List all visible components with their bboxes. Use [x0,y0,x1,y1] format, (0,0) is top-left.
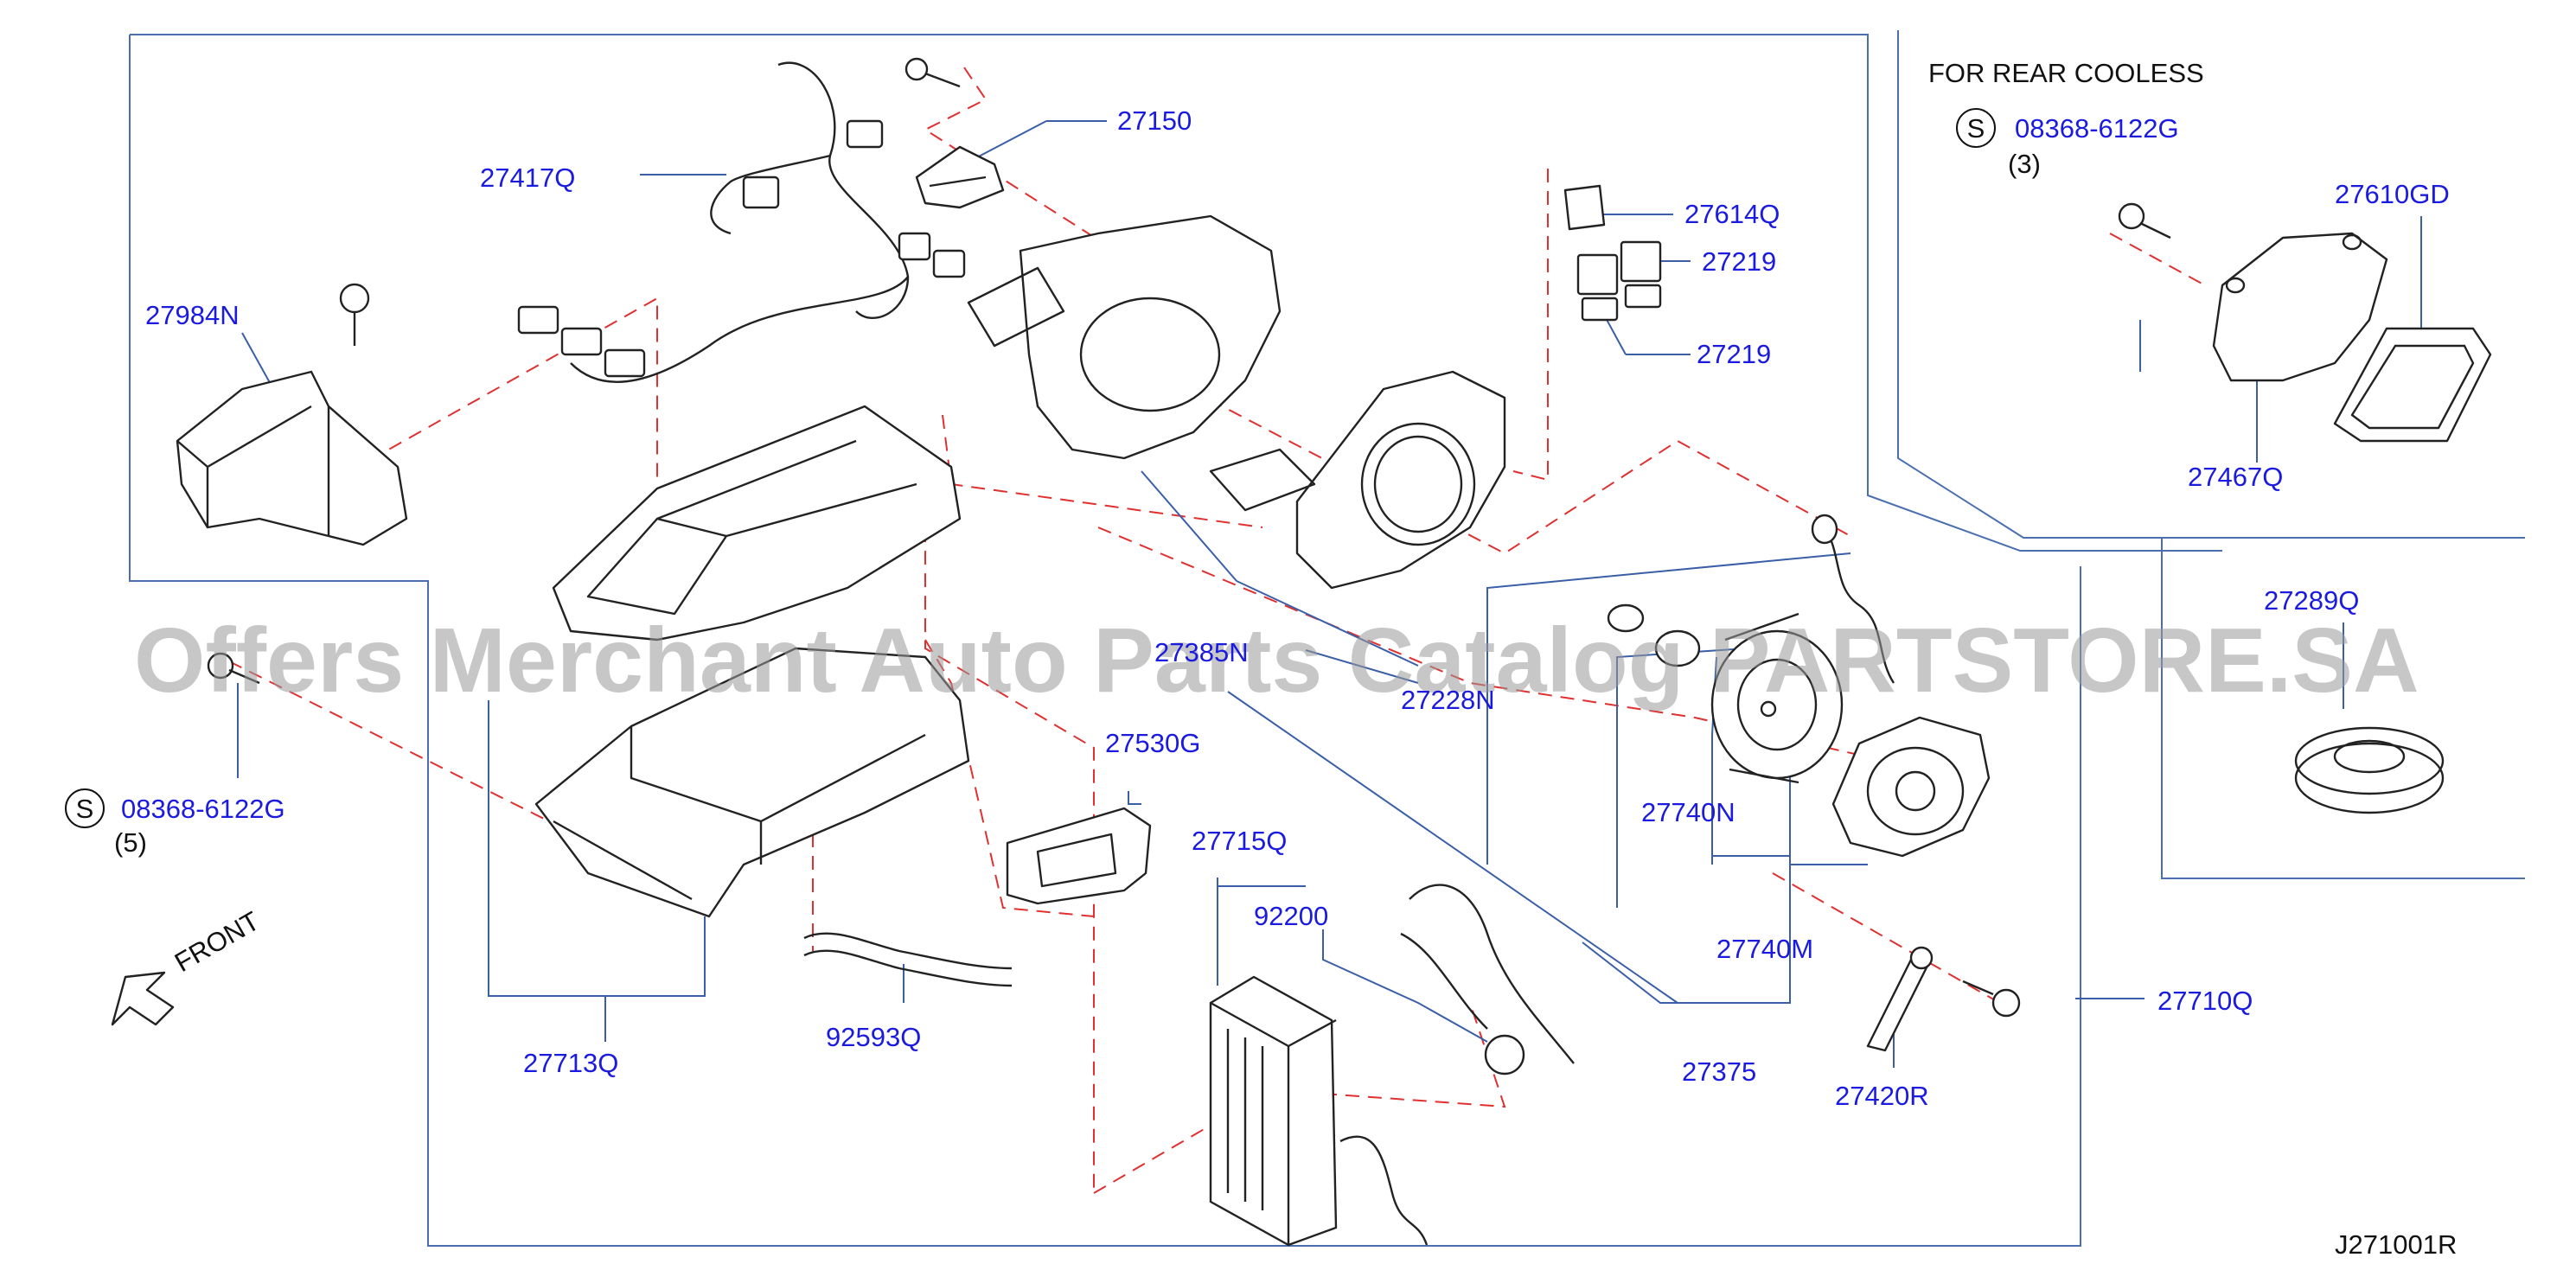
label-27150: 27150 [1117,105,1192,136]
label-27228n: 27228N [1401,685,1495,715]
screw-rear-cooler [2118,202,2171,239]
diagram-id: J271001R [2335,1229,2457,1260]
label-27740m: 27740M [1716,934,1813,964]
label-27417q: 27417Q [480,163,575,193]
duct-27984n [176,370,408,546]
hose-27375 [1811,514,1895,684]
label-27710q: 27710Q [2157,986,2253,1016]
blower-fan-case-27228n [1209,370,1506,590]
label-92200: 92200 [1254,901,1328,931]
label-27467q: 27467Q [2188,462,2283,492]
fan-27740n [1710,612,1844,784]
label-screw-left: 08368-6122G [121,794,285,824]
wiring-harness-27417q [517,61,966,383]
screw-symbol-left-icon: S [65,788,105,828]
pin-27420r [1866,946,1934,1052]
bolt-top [904,57,961,88]
label-27219-b: 27219 [1697,339,1771,369]
screw-left [207,652,260,685]
blower-housing-27385n [967,214,1282,460]
pipes-92200 [1339,884,1575,1246]
screw-symbol-rear: S [1967,113,1985,144]
gasket-27610gd [2333,327,2492,443]
evaporator-27715q [1209,975,1338,1247]
relays-27219 [1563,184,1662,322]
watermark: Offers Merchant Auto Parts Catalog PARTS… [134,610,2419,712]
bolt-27420r [1962,980,2021,1018]
resistor-27467q [2212,232,2388,382]
nut-27375 [1607,603,1701,667]
label-27614q: 27614Q [1684,199,1780,229]
front-arrow-icon [111,971,175,1026]
main-frame [129,30,2525,1247]
label-screw-left-qty: (5) [114,827,147,858]
screw-27984n [339,283,370,346]
label-27740n: 27740N [1641,797,1735,827]
front-label: FRONT [169,905,265,978]
label-27289q: 27289Q [2264,585,2359,616]
label-27713q: 27713Q [523,1048,618,1078]
heater-case-lower [534,647,970,918]
label-92593q: 92593Q [826,1022,921,1052]
label-27375: 27375 [1682,1056,1756,1087]
bracket-27530g [1006,807,1152,905]
screw-symbol-rear-icon: S [1956,108,1996,148]
rear-cooler-note: FOR REAR COOLESS [1928,58,2204,88]
screw-symbol-left: S [76,794,94,824]
label-27219-a: 27219 [1702,246,1776,277]
hose-92593q [803,932,1013,987]
label-27715q: 27715Q [1192,826,1287,856]
label-27420r: 27420R [1835,1081,1929,1111]
label-screw-rear-qty: (3) [2008,149,2041,179]
bracket-27150 [915,145,1005,209]
label-27385n: 27385N [1154,637,1249,667]
heater-case-upper [552,405,962,642]
label-27530g: 27530G [1105,728,1200,758]
motor-27740m [1831,716,1991,858]
label-27610gd: 27610GD [2335,179,2450,209]
label-27984n: 27984N [145,300,240,330]
grommet-27289q [2294,726,2445,814]
label-screw-rear: 08368-6122G [2015,113,2179,144]
